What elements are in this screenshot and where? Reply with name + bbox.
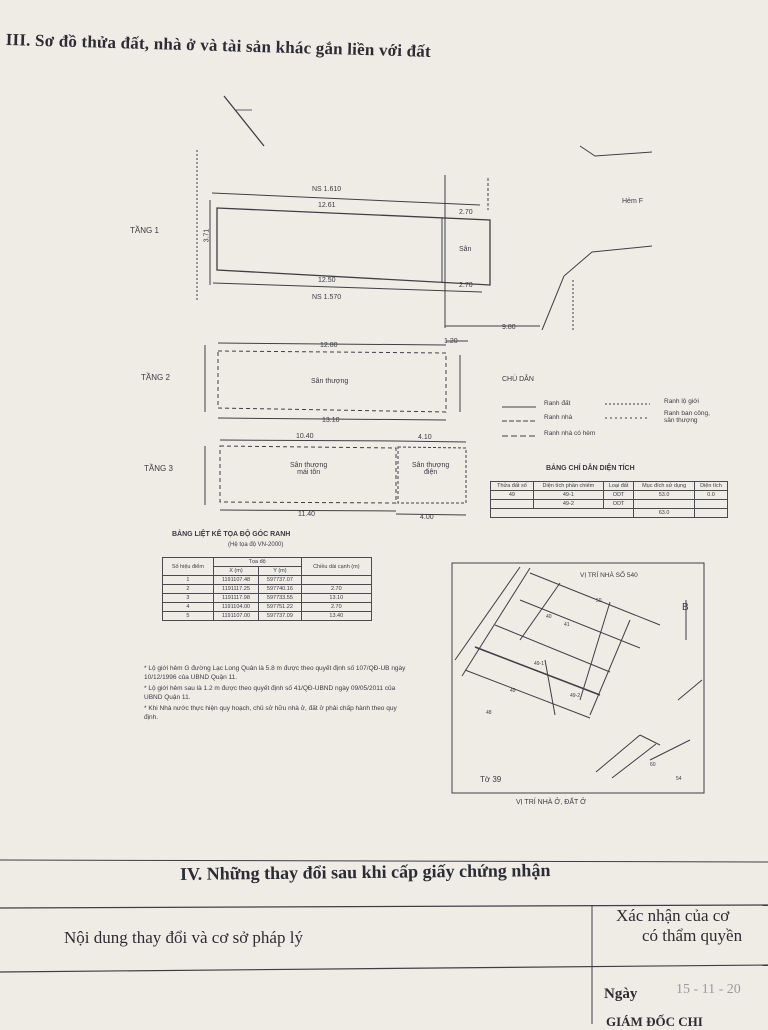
parcel-label: 40 xyxy=(546,614,552,620)
note-item: * Lộ giới hẻm G đường Lạc Long Quân là 5… xyxy=(144,665,406,681)
location-map-top-label: VỊ TRÍ NHÀ SỐ 540 xyxy=(580,572,638,579)
parcel-label: 49-2 xyxy=(570,693,581,699)
f3-dim-right: 4.00 xyxy=(420,514,434,521)
dim-bottom-len: 12.50 xyxy=(318,277,336,284)
note-item: * Lộ giới hẻm sau là 1.2 m được theo quy… xyxy=(144,685,396,701)
signer-title: GIÁM ĐỐC CHI xyxy=(606,1014,703,1029)
note-item: * Khi Nhà nước thực hiện quy hoạch, chủ … xyxy=(144,705,397,721)
parcel-label: 41 xyxy=(564,622,570,628)
dim-bottom-w: 2.70 xyxy=(459,282,473,289)
parcel-label: 54 xyxy=(676,776,682,782)
dim-top-len: 12.61 xyxy=(318,202,336,209)
section-4-col2-header-line1: Xác nhận của cơ xyxy=(616,906,730,925)
dim-road: 9.80 xyxy=(502,324,516,331)
notes: * Lộ giới hẻm G đường Lạc Long Quân là 5… xyxy=(144,664,409,724)
area-total: 63.0 xyxy=(633,508,695,518)
floor1-yard-label: Sân xyxy=(459,246,472,253)
floor-2-label: TẦNG 2 xyxy=(141,373,170,382)
section-4-title: IV. Những thay đổi sau khi cấp giấy chứn… xyxy=(179,860,551,884)
legend-item: Ranh nhà có hèm xyxy=(544,430,596,437)
f2-dim-right: 1.20 xyxy=(444,338,458,345)
table-header: Số hiệu điểm xyxy=(162,557,214,576)
table-row: 63.0 xyxy=(489,508,729,518)
floor-1-label: TẦNG 1 xyxy=(130,226,159,235)
legend-item: Ranh nhà xyxy=(544,414,573,421)
f2-dim-bottom: 13.10 xyxy=(322,417,340,424)
section-4-col2-header-line2: có thẩm quyền xyxy=(642,926,743,945)
parcel-label: 50 xyxy=(596,598,602,604)
table-header: Mục đích sử dụng xyxy=(633,481,695,491)
legend-title: CHÚ DẪN xyxy=(502,376,534,383)
table-row: 49 49-1 ODT 53.0 0.0 xyxy=(490,490,729,500)
coord-table-subtitle: (Hệ tọa độ VN-2000) xyxy=(228,542,284,548)
parcel-label: 48 xyxy=(486,710,492,716)
street-label-hem: Hẻm F xyxy=(622,198,643,205)
north-marker: B xyxy=(682,602,689,613)
area-table-title: BẢNG CHỈ DẪN DIỆN TÍCH xyxy=(546,465,635,472)
area-table: Thửa đất số Diện tích phần chiếm Loại đấ… xyxy=(489,481,729,518)
table-header: Chiều dài cạnh (m) xyxy=(300,557,373,576)
parcel-label: 49-1 xyxy=(534,661,545,667)
coord-table: Số hiệu điểm Tọa độ Chiều dài cạnh (m) X… xyxy=(162,557,373,621)
table-header: X (m) xyxy=(212,566,260,576)
f3-dim-mid: 4.10 xyxy=(418,434,432,441)
legend-item: Ranh ban công, sân thượng xyxy=(664,410,710,424)
f3-dim-bottom: 11.40 xyxy=(298,511,315,518)
dim-left-h: 3.71 xyxy=(203,228,211,243)
legend-item: Ranh lộ giới xyxy=(664,398,699,405)
table-row: 49-2 ODT xyxy=(490,499,729,509)
table-header: Diện tích xyxy=(693,481,729,491)
location-map-caption: VỊ TRÍ NHÀ Ở, ĐẤT Ở xyxy=(516,799,587,806)
street-label-bottom: NS 1.570 xyxy=(312,294,342,301)
date-label: Ngày xyxy=(604,986,638,1002)
f3-dim-top: 10.40 xyxy=(296,433,314,440)
f2-dim-top: 12.80 xyxy=(320,342,338,349)
parcel-label: 49 xyxy=(510,688,516,694)
legend: CHÚ DẪN Ranh đất Ranh nhà Ranh nhà có hè… xyxy=(500,376,730,446)
sheet-label: Tờ 39 xyxy=(480,775,502,784)
date-value: 15 - 11 - 20 xyxy=(676,982,741,997)
floor3-terrace-left-label: Sân thượng mái tôn xyxy=(290,462,328,476)
floor-3-label: TẦNG 3 xyxy=(144,464,173,473)
section-4-col1-header: Nội dung thay đổi và cơ sở pháp lý xyxy=(64,928,303,947)
floor2-terrace-label: Sân thượng xyxy=(311,378,349,385)
table-header: Diện tích phần chiếm xyxy=(532,481,604,491)
dim-right-w: 2.70 xyxy=(459,209,473,216)
table-header: Loại đất xyxy=(602,481,635,491)
parcel-label: 60 xyxy=(650,762,656,768)
legend-item: Ranh đất xyxy=(544,400,571,407)
floor3-terrace-right-label: Sân thượng điện xyxy=(412,462,450,476)
table-header: Y (m) xyxy=(258,566,302,576)
coord-table-title: BẢNG LIỆT KÊ TỌA ĐỘ GÓC RANH xyxy=(172,531,291,538)
table-header: Tọa độ xyxy=(212,557,302,567)
table-header: Thửa đất số xyxy=(490,481,534,491)
street-label-top: NS 1.610 xyxy=(312,186,342,193)
